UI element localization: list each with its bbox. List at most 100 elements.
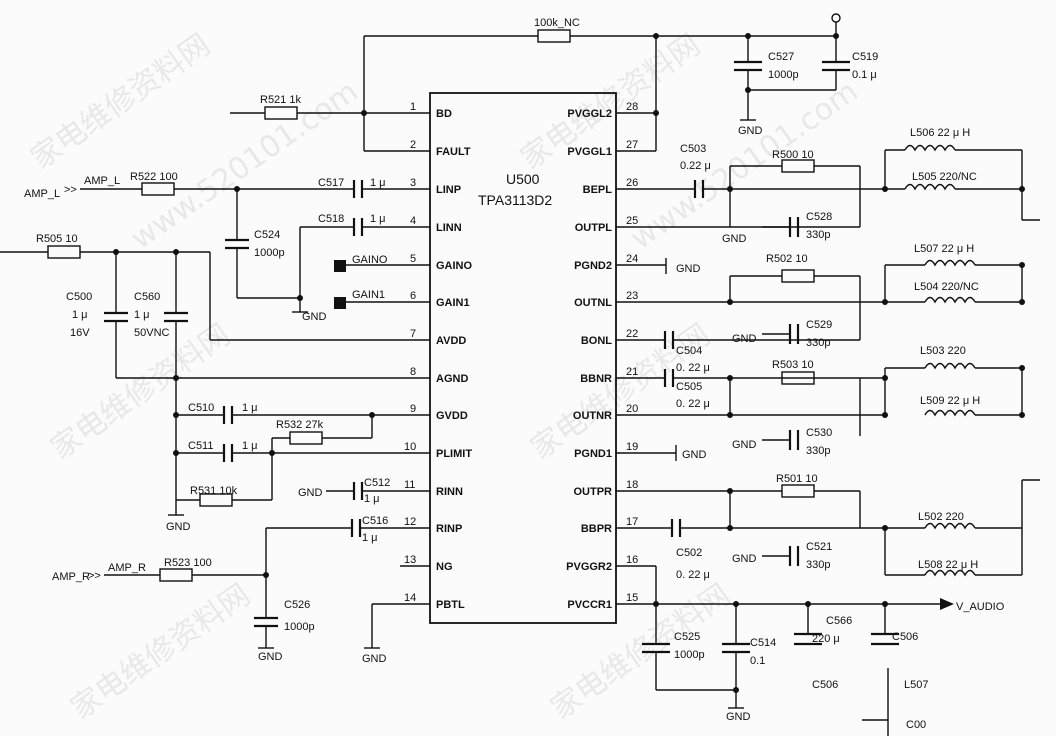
- label-amp-l-net: AMP_L: [84, 175, 120, 187]
- label-c566-val: 220 μ: [812, 633, 840, 645]
- amp-l-net: >>: [64, 180, 364, 313]
- label-r531: R531 10k: [190, 485, 238, 497]
- label-r500: R500 10: [772, 149, 814, 161]
- pin-name: BEPL: [583, 184, 613, 196]
- ic-left-pin-lines: [116, 112, 430, 605]
- pin-number: 26: [626, 177, 638, 189]
- pin-number: 18: [626, 479, 638, 491]
- label-c505: C505: [676, 381, 702, 393]
- label-c524-val: 1000p: [254, 247, 285, 259]
- label-c504-val: 0. 22 μ: [676, 362, 710, 374]
- label-faint-3: C00: [906, 719, 926, 731]
- pin-name: BD: [436, 108, 452, 120]
- pin-name: RINN: [436, 486, 463, 498]
- label-l505: L505 220/NC: [912, 171, 977, 183]
- label-c517-val: 1 μ: [370, 177, 386, 189]
- label-c524: C524: [254, 229, 280, 241]
- pin-number: 15: [626, 592, 638, 604]
- ic-right-pin-lines: [616, 112, 885, 605]
- label-l506: L506 22 μ H: [910, 127, 970, 139]
- pin-number: 5: [410, 253, 416, 265]
- pin-name: PVGGL1: [567, 146, 612, 158]
- gnd-label: GND: [258, 651, 283, 663]
- pin-name: LINN: [436, 222, 462, 234]
- pin-number: 20: [626, 403, 638, 415]
- label-c502: C502: [676, 547, 702, 559]
- pin-number: 6: [410, 290, 416, 302]
- label-l509: L509 22 μ H: [920, 395, 980, 407]
- label-c518: C518: [318, 213, 344, 225]
- rinn-rinp-net: >>: [88, 482, 380, 649]
- gnd-label: GND: [166, 521, 191, 533]
- label-c521-val: 330p: [806, 559, 830, 571]
- label-c505-val: 0. 22 μ: [676, 398, 710, 410]
- ic-body: [429, 92, 617, 624]
- pin-number: 14: [404, 592, 416, 604]
- pin-name: OUTNR: [573, 410, 612, 422]
- label-c512: C512: [364, 477, 390, 489]
- label-c517: C517: [318, 177, 344, 189]
- label-l503: L503 220: [920, 345, 966, 357]
- pin-name: OUTPR: [574, 486, 613, 498]
- label-c504: C504: [676, 345, 702, 357]
- top-net: [361, 13, 850, 151]
- pin-name: GAINO: [436, 260, 473, 272]
- label-c510: C510: [188, 402, 214, 414]
- label-c503: C503: [680, 143, 706, 155]
- gnd-label: GND: [732, 439, 757, 451]
- label-amp-r-net: AMP_R: [108, 562, 146, 574]
- label-r501: R501 10: [776, 473, 818, 485]
- label-faint-1: C506: [812, 679, 838, 691]
- label-c526-val: 1000p: [284, 621, 315, 633]
- label-l508: L508 22 μ H: [918, 559, 978, 571]
- pin-number: 27: [626, 139, 638, 151]
- pin-name: OUTNL: [574, 297, 612, 309]
- arrow-icon: >>: [88, 570, 101, 582]
- gnd-label: GND: [732, 553, 757, 565]
- label-c500-v: 16V: [70, 327, 90, 339]
- label-r-100k-nc: 100k_NC: [534, 17, 580, 29]
- pin-name: AVDD: [436, 335, 466, 347]
- label-c528: C528: [806, 211, 832, 223]
- label-r503: R503 10: [772, 359, 814, 371]
- label-c525-val: 1000p: [674, 649, 705, 661]
- gnd-label: GND: [726, 711, 751, 723]
- pin-number: 28: [626, 101, 638, 113]
- label-c500: C500: [66, 291, 92, 303]
- supply-net: [642, 566, 954, 736]
- pin-number: 21: [626, 366, 638, 378]
- pin-number: 24: [626, 253, 638, 265]
- label-c560-v: 50VNC: [134, 327, 170, 339]
- pin-number: 11: [404, 479, 415, 491]
- pin-name: PLIMIT: [436, 448, 472, 460]
- out-right-n: [663, 362, 1025, 450]
- gnd-label: GND: [302, 311, 327, 323]
- arrow-icon: >>: [64, 184, 77, 196]
- gvdd-net: [176, 406, 375, 507]
- pin-name: GVDD: [436, 410, 468, 422]
- gnd-label: GND: [738, 125, 763, 137]
- gnd-label: GND: [298, 487, 323, 499]
- watermark: www.520101.com: [125, 74, 365, 257]
- label-r522: R522 100: [130, 171, 178, 183]
- pin-name: RINP: [436, 523, 462, 535]
- label-c510-val: 1 μ: [242, 402, 258, 414]
- label-c530: C530: [806, 427, 832, 439]
- label-gain1: GAIN1: [352, 289, 385, 301]
- pin-name: PBTL: [436, 599, 465, 611]
- label-l504: L504 220/NC: [914, 281, 979, 293]
- pin-name: FAULT: [436, 146, 471, 158]
- ic-part: TPA3113D2: [478, 192, 552, 208]
- label-c560-val: 1 μ: [134, 309, 150, 321]
- pin-number: 22: [626, 328, 638, 340]
- pin-number: 8: [410, 366, 416, 378]
- pin-number: 13: [404, 554, 416, 566]
- label-c566: C566: [826, 615, 852, 627]
- label-amp-r: AMP_R: [52, 571, 90, 583]
- gnd-label: GND: [722, 233, 747, 245]
- label-c527: C527: [768, 51, 794, 63]
- label-c526: C526: [284, 599, 310, 611]
- label-c530-val: 330p: [806, 445, 830, 457]
